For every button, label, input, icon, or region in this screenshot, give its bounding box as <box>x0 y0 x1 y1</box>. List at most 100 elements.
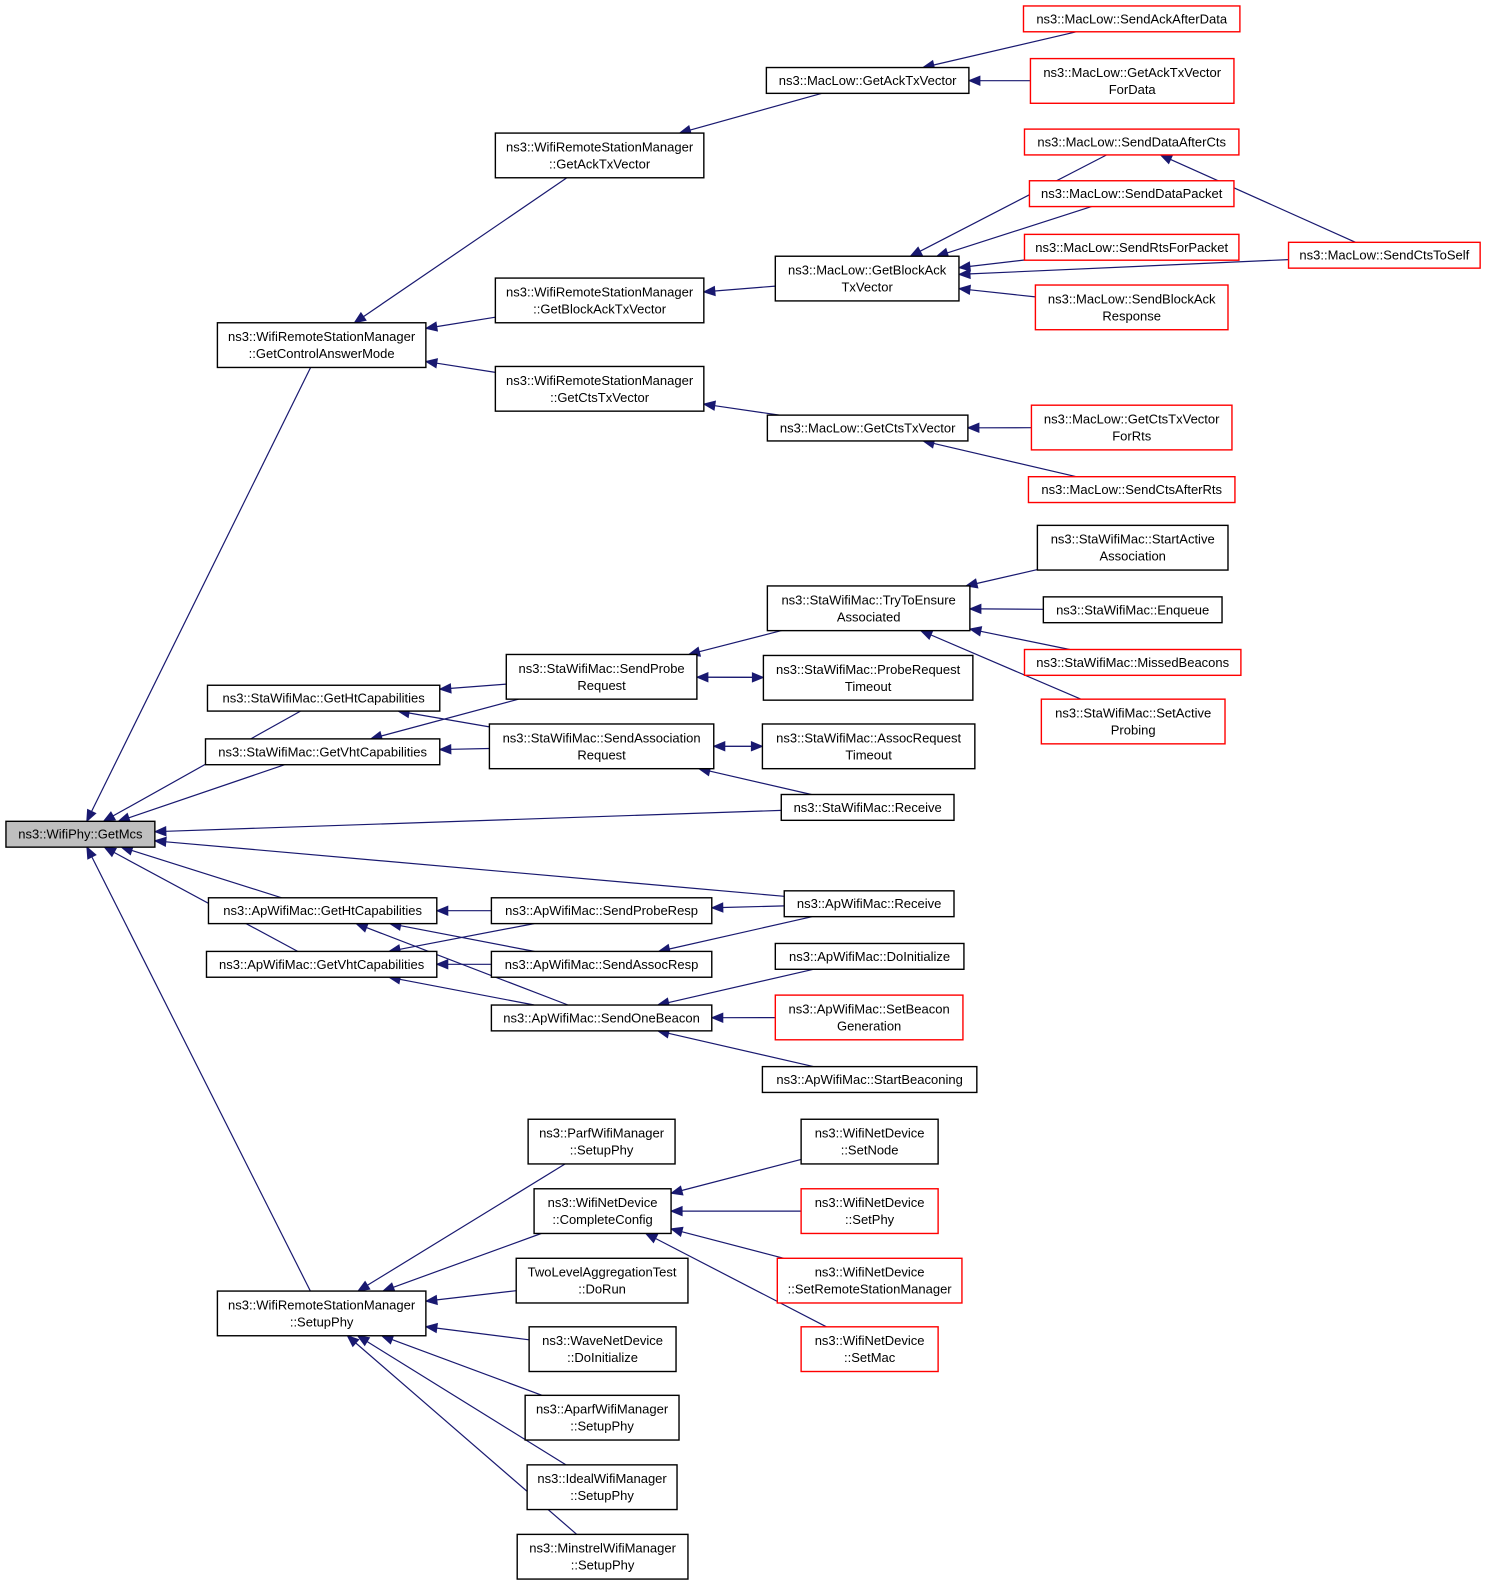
node-label: ::DoRun <box>578 1282 626 1297</box>
node-ideal-setupphy[interactable]: ns3::IdealWifiManager::SetupPhy <box>526 1464 678 1511</box>
node-ap-sendassocresp[interactable]: ns3::ApWifiMac::SendAssocResp <box>490 950 713 978</box>
arrowhead <box>669 1185 684 1196</box>
node-label: ns3::StaWifiMac::SendProbe <box>518 661 684 676</box>
edge-line <box>436 1290 517 1301</box>
node-ap-gethtcapabilities[interactable]: ns3::ApWifiMac::GetHtCapabilities <box>207 897 438 925</box>
node-maclow-getblockacktxvector[interactable]: ns3::MacLow::GetBlockAckTxVector <box>774 255 960 302</box>
node-box <box>527 1118 676 1165</box>
edge-line <box>436 316 496 328</box>
node-ap-startbeaconing[interactable]: ns3::ApWifiMac::StartBeaconing <box>761 1065 978 1094</box>
node-ap-sendonebeacon[interactable]: ns3::ApWifiMac::SendOneBeacon <box>490 1004 713 1032</box>
node-box <box>1036 524 1229 571</box>
node-box <box>505 653 698 700</box>
node-maclow-senddataaftercts[interactable]: ns3::MacLow::SendDataAfterCts <box>1023 128 1240 156</box>
node-wnd-setphy[interactable]: ns3::WifiNetDevice::SetPhy <box>800 1188 939 1235</box>
node-box <box>205 950 438 978</box>
node-box <box>1029 57 1235 104</box>
node-ap-doinitialize[interactable]: ns3::ApWifiMac::DoInitialize <box>774 942 965 970</box>
edge-ap-sendassocresp-to-ap-getvhtcapabilities <box>435 959 492 970</box>
edge-maclow-getctstxvector-to-wrsm-getctstxvector <box>702 400 780 416</box>
node-maclow-getacktxvector[interactable]: ns3::MacLow::GetAckTxVector <box>765 66 970 95</box>
node-wrsm-getctstxvector[interactable]: ns3::WifiRemoteStationManager::GetCtsTxV… <box>494 365 705 412</box>
node-ap-getvhtcapabilities[interactable]: ns3::ApWifiMac::GetVhtCapabilities <box>205 950 438 978</box>
edge-sta-enqueue-to-sta-trytoensureassociated <box>968 603 1044 615</box>
node-box <box>216 1290 427 1337</box>
arrowhead <box>751 672 765 683</box>
edge-line <box>714 285 776 292</box>
node-sta-enqueue[interactable]: ns3::StaWifiMac::Enqueue <box>1042 596 1223 624</box>
arrowhead <box>957 261 971 272</box>
node-label: ::GetAckTxVector <box>549 156 651 171</box>
arrowhead <box>966 422 980 434</box>
node-box <box>533 1188 672 1235</box>
node-label: ns3::StaWifiMac::Receive <box>794 800 942 815</box>
node-box <box>766 414 969 442</box>
arrowhead <box>354 922 369 933</box>
arrowhead <box>919 630 934 640</box>
node-wnd-setnode[interactable]: ns3::WifiNetDevice::SetNode <box>800 1118 939 1165</box>
edge-sta-missedbeacons-to-sta-trytoensureassociated <box>968 626 1070 651</box>
node-label: ::SetupPhy <box>570 1488 634 1503</box>
node-label: ns3::MacLow::GetBlockAck <box>788 263 947 278</box>
node-ap-sendproberesp[interactable]: ns3::ApWifiMac::SendProbeResp <box>490 897 713 925</box>
edge-aparf-setupphy-to-wrsm-setupphy <box>380 1334 543 1396</box>
node-sta-receive[interactable]: ns3::StaWifiMac::Receive <box>780 793 955 822</box>
edge-maclow-sendrtsforpacket-to-maclow-getblockacktxvector <box>957 259 1025 272</box>
arrowhead <box>750 741 764 752</box>
edge-line <box>91 367 312 812</box>
node-box <box>1028 180 1235 208</box>
node-label: ns3::WaveNetDevice <box>542 1333 663 1348</box>
edge-parf-setupphy-to-wrsm-setupphy <box>356 1163 566 1292</box>
node-wrsm-getcontrolanswermode[interactable]: ns3::WifiRemoteStationManager::GetContro… <box>216 322 427 369</box>
node-label: ns3::ParfWifiManager <box>539 1126 665 1141</box>
node-maclow-sendctstoself[interactable]: ns3::MacLow::SendCtsToSelf <box>1287 241 1481 269</box>
node-wrsm-setupphy[interactable]: ns3::WifiRemoteStationManager::SetupPhy <box>216 1290 427 1337</box>
edge-line <box>681 1231 784 1259</box>
node-label: ns3::WifiNetDevice <box>815 1333 925 1348</box>
node-box <box>783 890 955 918</box>
node-aparf-setupphy[interactable]: ns3::AparfWifiManager::SetupPhy <box>524 1394 680 1441</box>
node-wnd-setmac[interactable]: ns3::WifiNetDevice::SetMac <box>800 1326 939 1373</box>
node-wnd-setremotestationmanager[interactable]: ns3::WifiNetDevice::SetRemoteStationMana… <box>776 1257 963 1304</box>
node-maclow-sendctsafterrts[interactable]: ns3::MacLow::SendCtsAfterRts <box>1027 476 1236 504</box>
node-wrsm-getacktxvector[interactable]: ns3::WifiRemoteStationManager::GetAckTxV… <box>494 132 705 179</box>
node-ap-receive[interactable]: ns3::ApWifiMac::Receive <box>783 890 955 918</box>
node-label: ns3::AparfWifiManager <box>536 1402 669 1417</box>
arrowhead <box>968 626 983 637</box>
node-maclow-senddatapacket[interactable]: ns3::MacLow::SendDataPacket <box>1028 180 1235 208</box>
node-maclow-sendrtsforpacket[interactable]: ns3::MacLow::SendRtsForPacket <box>1023 233 1240 261</box>
edge-line <box>391 1339 543 1396</box>
node-sta-gethtcapabilities[interactable]: ns3::StaWifiMac::GetHtCapabilities <box>206 684 441 712</box>
node-sta-missedbeacons[interactable]: ns3::StaWifiMac::MissedBeacons <box>1023 648 1242 677</box>
node-wave-doinitialize[interactable]: ns3::WaveNetDevice::DoInitialize <box>528 1326 677 1373</box>
node-box <box>526 1464 678 1511</box>
node-parf-setupphy[interactable]: ns3::ParfWifiManager::SetupPhy <box>527 1118 676 1165</box>
node-minstrel-setupphy[interactable]: ns3::MinstrelWifiManager::SetupPhy <box>516 1533 689 1580</box>
node-label: ns3::StaWifiMac::SendAssociation <box>503 730 701 745</box>
node-wnd-completeconfig[interactable]: ns3::WifiNetDevice::CompleteConfig <box>533 1188 672 1235</box>
node-sta-getvhtcapabilities[interactable]: ns3::StaWifiMac::GetVhtCapabilities <box>204 738 441 766</box>
node-label: ::SetupPhy <box>570 1143 634 1158</box>
edge-sta-sendproberequest-to-sta-gethtcapabilities <box>438 683 507 694</box>
node-label: ns3::StaWifiMac::ProbeRequest <box>776 662 961 677</box>
edge-line <box>969 289 1036 298</box>
node-tla-dorun[interactable]: TwoLevelAggregationTest::DoRun <box>515 1257 689 1304</box>
node-wrsm-getblockacktxvector[interactable]: ns3::WifiRemoteStationManager::GetBlockA… <box>494 277 705 324</box>
node-maclow-sendackafterdata[interactable]: ns3::MacLow::SendAckAfterData <box>1022 5 1241 33</box>
edge-sta-getvhtcapabilities-to-getmcs <box>117 764 285 823</box>
node-maclow-getctstxvector[interactable]: ns3::MacLow::GetCtsTxVector <box>766 414 969 442</box>
node-label: Association <box>1099 549 1165 564</box>
edge-sta-sendproberequest-to-sta-proberequesttimeout <box>696 672 765 683</box>
node-getmcs[interactable]: ns3::WifiPhy::GetMcs <box>5 820 156 848</box>
